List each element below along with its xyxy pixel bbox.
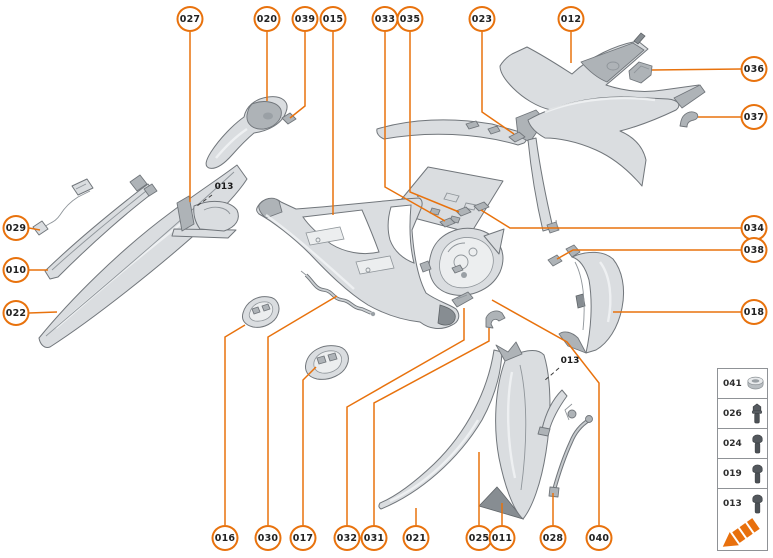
arrow-logo-shape: [722, 517, 760, 547]
screw-icon: [751, 434, 764, 454]
part-roof-rail: [527, 84, 706, 234]
part-pillar-trim-lower: [478, 341, 551, 520]
legend-part-number: 026: [723, 408, 742, 419]
part-grab-handle-020: [205, 96, 288, 169]
callout-016[interactable]: 016: [211, 525, 239, 551]
callout-012[interactable]: 012: [557, 6, 585, 32]
callout-040[interactable]: 040: [585, 525, 613, 551]
part-clip-035: [455, 206, 472, 217]
leader-line-017: [302, 366, 317, 525]
part-bracket-032: [451, 291, 474, 308]
callout-027[interactable]: 027: [176, 6, 204, 32]
annotation-dashed-lines: [196, 194, 560, 382]
legend-row-026[interactable]: 026: [718, 399, 767, 429]
callout-033[interactable]: 033: [371, 6, 399, 32]
legend-row-013[interactable]: 013: [718, 489, 767, 519]
part-lamp-frame-040: [419, 227, 505, 296]
nut-icon: [747, 376, 764, 391]
callout-038[interactable]: 038: [740, 237, 768, 263]
legend-row-041[interactable]: 041: [718, 369, 767, 399]
leader-line-023: [481, 32, 515, 135]
leader-line-031: [373, 328, 490, 525]
part-clip-033: [439, 217, 456, 228]
part-clip-034: [473, 201, 490, 212]
part-clip-037: [679, 111, 699, 128]
callout-020[interactable]: 020: [253, 6, 281, 32]
callout-036[interactable]: 036: [740, 56, 768, 82]
legend-part-number: 024: [723, 438, 742, 449]
annotation-text-013: 013: [214, 182, 234, 192]
annotation-dash-0: [196, 194, 213, 207]
leader-lines: [28, 32, 742, 525]
legend-row-024[interactable]: 024: [718, 429, 767, 459]
part-bracket-027: [171, 195, 239, 239]
leader-line-029: [28, 227, 41, 231]
brand-arrow-logo: [718, 517, 767, 550]
leader-line-036: [651, 68, 742, 71]
part-pillar-trim-018: [558, 244, 625, 354]
legend-part-number: 041: [723, 378, 742, 389]
part-vent-bezel-017: [305, 345, 349, 380]
screw-icon: [751, 494, 764, 514]
part-vent-bezel-016: [242, 296, 280, 328]
callout-015[interactable]: 015: [319, 6, 347, 32]
callout-023[interactable]: 023: [468, 6, 496, 32]
parts-layer: [32, 32, 706, 520]
annotation-text-013: 013: [560, 356, 580, 366]
screw-icon: [751, 464, 764, 484]
callout-029[interactable]: 029: [2, 215, 30, 241]
leader-line-035: [409, 32, 460, 213]
legend-table: 041 026 024 019 013: [717, 368, 768, 551]
part-blade-021: [378, 349, 503, 510]
callout-018[interactable]: 018: [740, 299, 768, 325]
leader-line-034: [480, 209, 741, 229]
legend-rows: 041 026 024 019 013: [718, 369, 767, 519]
callout-034[interactable]: 034: [740, 215, 768, 241]
callout-011[interactable]: 011: [488, 525, 516, 551]
leader-line-030: [267, 295, 338, 525]
callout-039[interactable]: 039: [291, 6, 319, 32]
leader-line-033: [384, 32, 446, 222]
part-rod-030: [300, 270, 376, 317]
part-clip-036: [628, 61, 653, 84]
annotation-dash-1: [543, 367, 560, 382]
leader-line-032: [346, 308, 465, 525]
leader-line-022: [28, 311, 58, 314]
callout-037[interactable]: 037: [740, 104, 768, 130]
callout-028[interactable]: 028: [539, 525, 567, 551]
leader-line-039: [289, 32, 306, 119]
leader-line-016: [224, 324, 246, 525]
legend-row-019[interactable]: 019: [718, 459, 767, 489]
legend-part-number: 019: [723, 468, 742, 479]
callout-035[interactable]: 035: [396, 6, 424, 32]
legend-part-number: 013: [723, 499, 742, 509]
part-trim-013: [537, 389, 568, 437]
callout-031[interactable]: 031: [360, 525, 388, 551]
callout-022[interactable]: 022: [2, 300, 30, 326]
callout-017[interactable]: 017: [289, 525, 317, 551]
callout-030[interactable]: 030: [254, 525, 282, 551]
leader-line-038: [556, 249, 741, 260]
callout-010[interactable]: 010: [2, 257, 30, 283]
callout-032[interactable]: 032: [333, 525, 361, 551]
part-hook-031: [485, 310, 506, 329]
leader-line-040: [491, 299, 600, 525]
part-clip-023: [508, 131, 526, 143]
part-main-frame-015: [256, 197, 460, 330]
part-rod-028: [548, 403, 593, 498]
part-cross-panel-012: [499, 32, 703, 113]
part-wire-029: [32, 178, 94, 236]
callout-021[interactable]: 021: [402, 525, 430, 551]
bolt-icon: [750, 403, 764, 424]
part-pillar-strip-010: [44, 174, 158, 280]
